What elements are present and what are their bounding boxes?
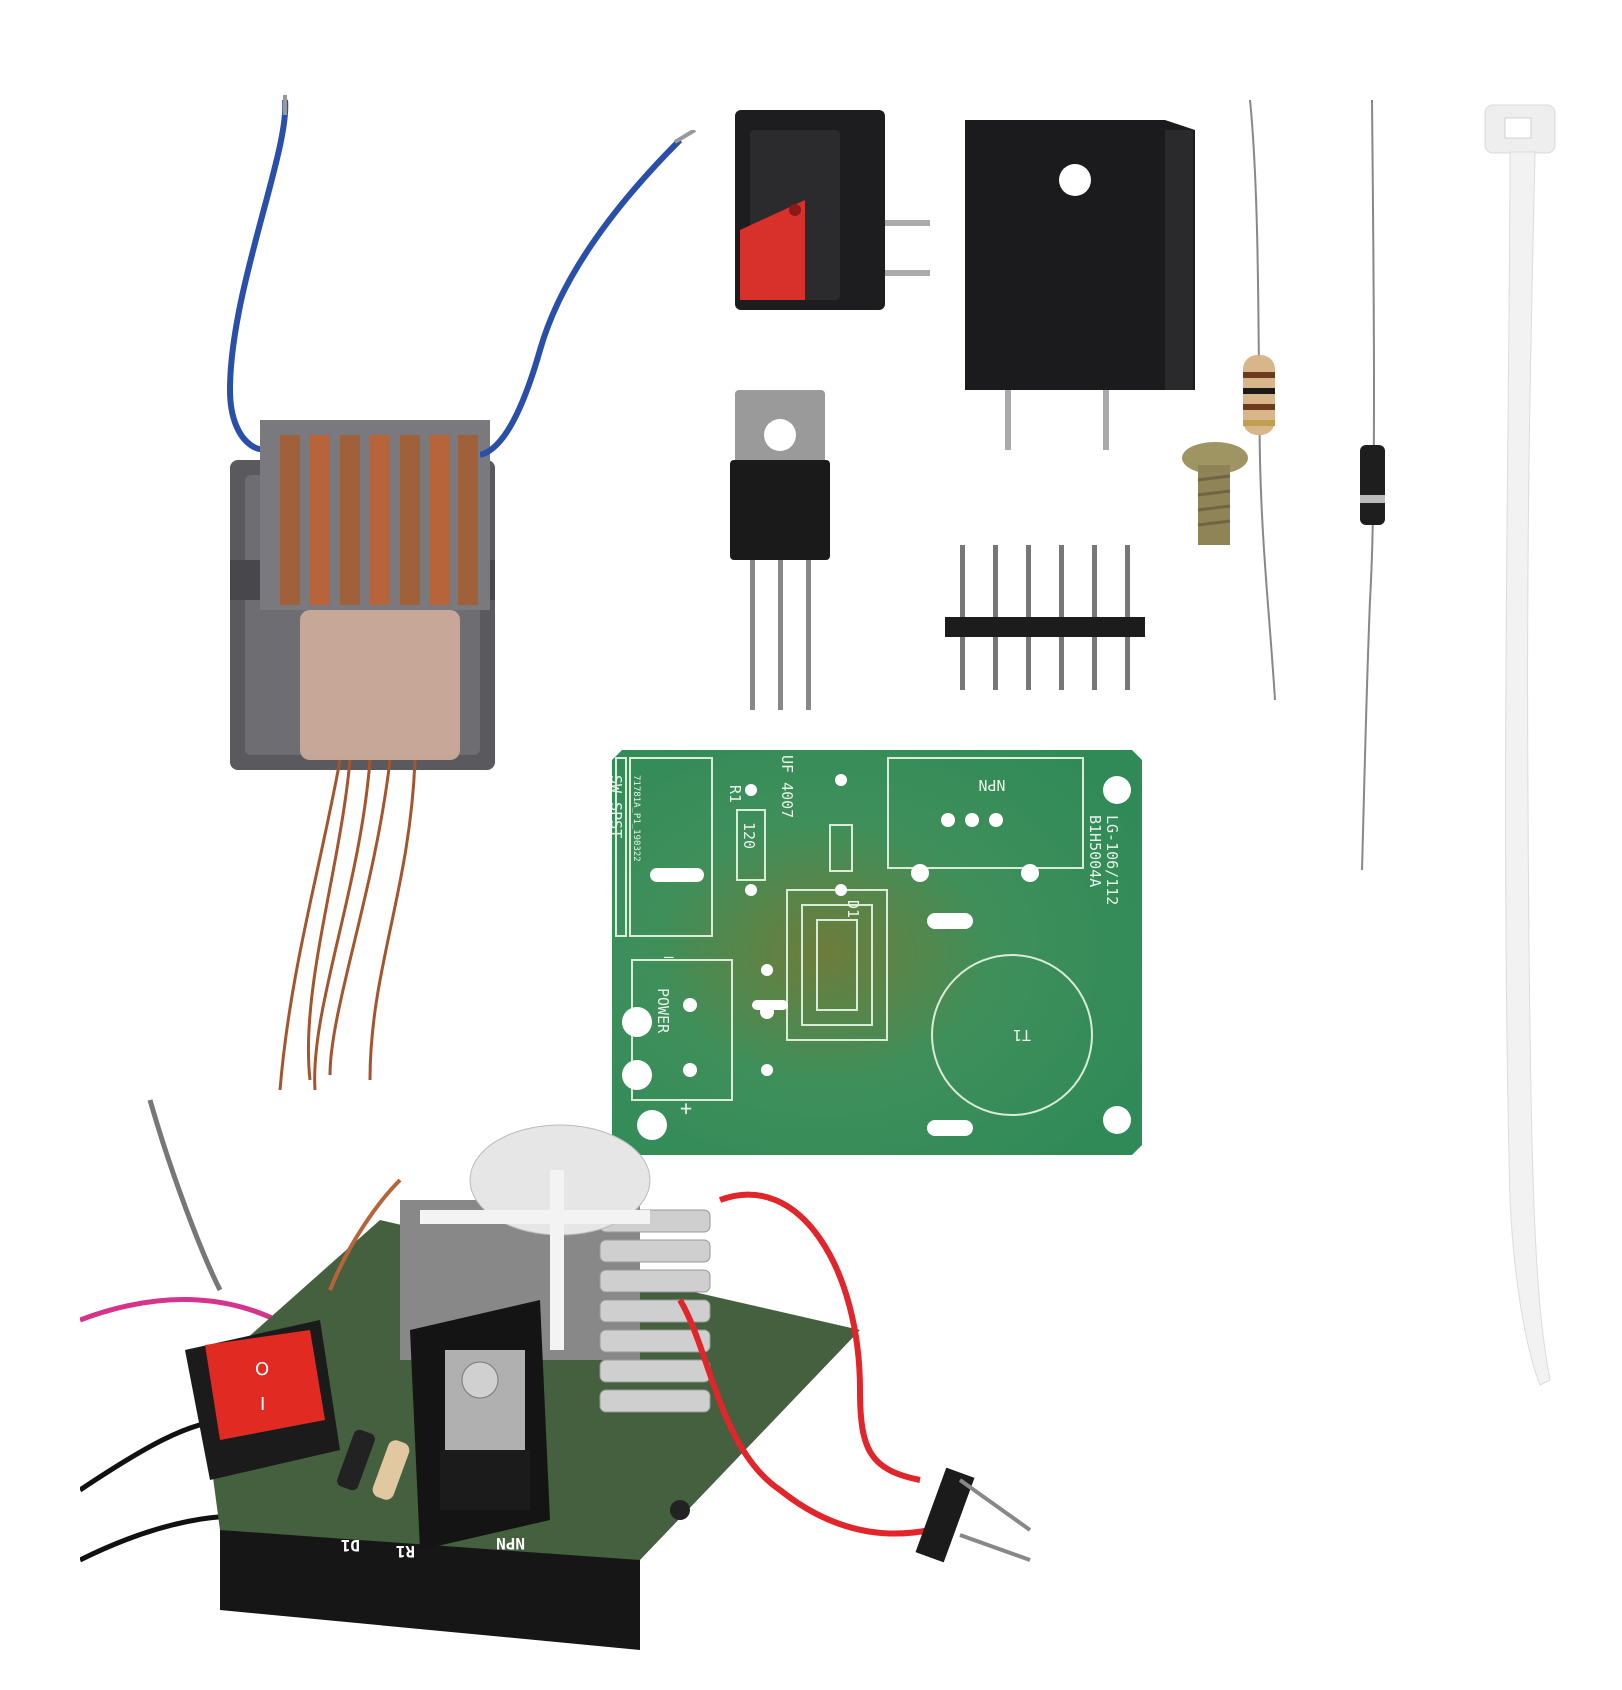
pcb-label-t1: T1	[1013, 1026, 1031, 1044]
assembled-label-d1: D1	[341, 1536, 360, 1555]
pcb-label-power: POWER	[654, 988, 672, 1034]
pcb-label-sw-spst: SW SPST	[612, 775, 625, 838]
assembled-label-npn: NPN	[496, 1534, 525, 1553]
cable-tie	[1480, 100, 1570, 1390]
npn-transistor	[730, 390, 830, 720]
pcb-label-uf4007: UF 4007	[778, 755, 796, 818]
assembled-module: O I D1 R1 NPN	[80, 1090, 1120, 1690]
assembled-switch-on: I	[260, 1394, 265, 1415]
blue-wire	[480, 130, 700, 460]
pcb-label-model: LG-106/112	[1103, 815, 1121, 905]
pcb-label-npn: NPN	[978, 776, 1005, 794]
pcb-label-d1: D1	[844, 900, 862, 918]
pcb-label-plus: +	[680, 1096, 692, 1120]
screw	[1180, 440, 1250, 550]
pcb-label-minus: —	[664, 947, 674, 966]
assembled-label-r1: R1	[396, 1542, 415, 1561]
pcb-label-r1: R1	[726, 785, 744, 803]
pcb-label-r1-value: 120	[740, 822, 758, 849]
heatsink	[965, 110, 1205, 450]
pcb-label-code: B1H5004A	[1086, 815, 1104, 887]
pin-header	[945, 545, 1145, 690]
assembled-switch-off: O	[255, 1359, 269, 1380]
diode	[1340, 100, 1400, 870]
resistor	[1230, 100, 1290, 700]
bare-pcb: NPN T1 R1 120 UF 4007 D1 SW SPST LG-106/…	[612, 750, 1142, 1155]
hv-transformer	[200, 90, 500, 1100]
pcb-label-batch: 71781A_P1_190322	[631, 775, 641, 862]
rocker-switch	[725, 100, 935, 320]
